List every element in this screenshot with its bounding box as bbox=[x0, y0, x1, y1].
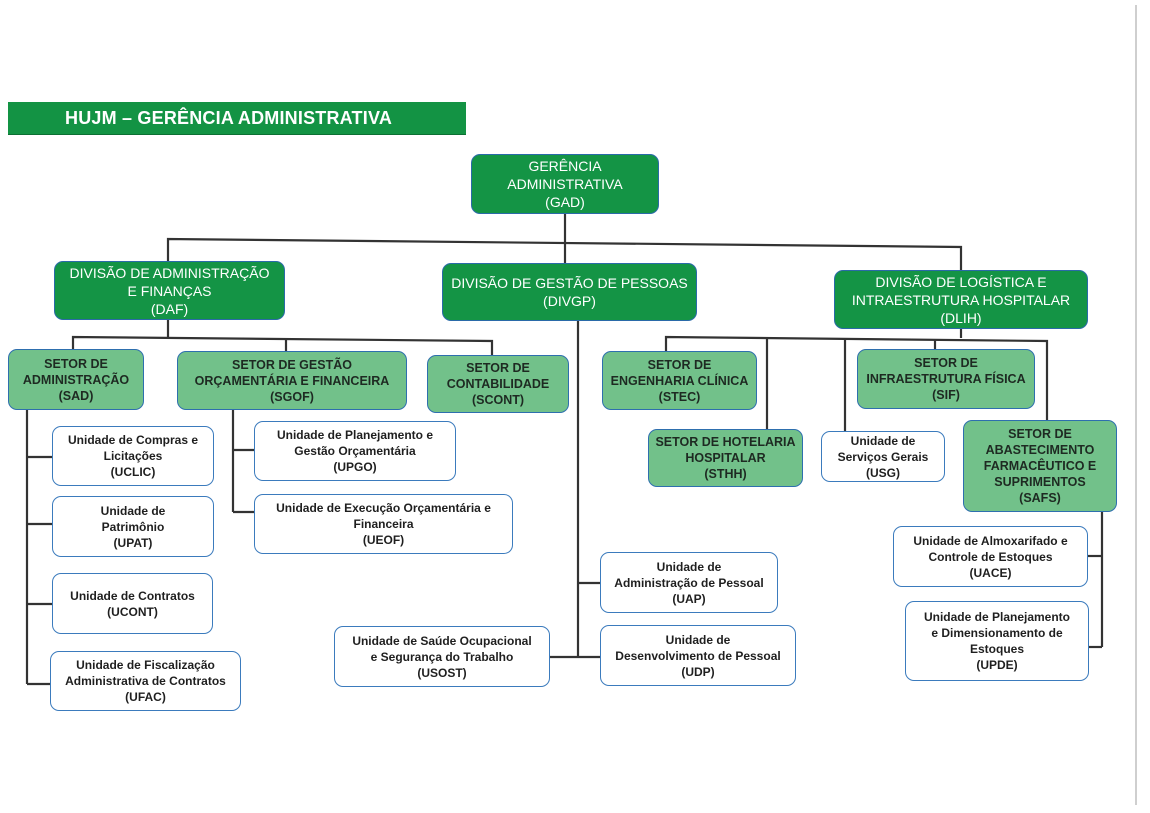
node-ufac-line-2: Administrativa de Contratos bbox=[65, 674, 226, 688]
node-usost[interactable]: Unidade de Saúde Ocupacional e Segurança… bbox=[334, 626, 550, 687]
connector-line bbox=[71, 335, 494, 357]
node-uap[interactable]: Unidade de Administração de Pessoal (UAP… bbox=[600, 552, 778, 613]
node-usost-line-3: (USOST) bbox=[417, 665, 467, 680]
node-daf[interactable]: DIVISÃO DE ADMINISTRAÇÃO E FINANÇAS (DAF… bbox=[54, 261, 285, 320]
node-ucont-line-2: (UCONT) bbox=[107, 604, 158, 619]
node-sif[interactable]: SETOR DE INFRAESTRUTURA FÍSICA (SIF) bbox=[857, 349, 1035, 409]
node-scont-line-2: CONTABILIDADE bbox=[446, 377, 550, 391]
node-ucont[interactable]: Unidade de Contratos (UCONT) bbox=[52, 573, 213, 634]
node-usg-line-2: Serviços Gerais bbox=[837, 449, 929, 464]
node-safs-line-1: SETOR DE bbox=[1008, 427, 1072, 441]
node-stec[interactable]: SETOR DE ENGENHARIA CLÍNICA (STEC) bbox=[602, 351, 757, 410]
node-sif-line-2: INFRAESTRUTURA FÍSICA bbox=[866, 372, 1026, 386]
node-safs-line-3: FARMACÊUTICO E bbox=[983, 459, 1097, 473]
node-scont-line-1: SETOR DE bbox=[466, 361, 530, 375]
node-divgp-line-2: (DIVGP) bbox=[543, 293, 596, 309]
node-scont-line-3: (SCONT) bbox=[471, 393, 525, 407]
node-upde[interactable]: Unidade de Planejamento e Dimensionament… bbox=[905, 601, 1089, 681]
node-stec-line-2: ENGENHARIA CLÍNICA bbox=[610, 373, 749, 388]
node-gad-line-2: ADMINISTRATIVA bbox=[507, 176, 623, 192]
node-daf-line-1: DIVISÃO DE ADMINISTRAÇÃO bbox=[69, 264, 270, 281]
node-upgo-line-1: Unidade de Planejamento e bbox=[276, 428, 434, 442]
node-usost-line-2: e Segurança do Trabalho bbox=[370, 649, 514, 664]
node-sad-line-3: (SAD) bbox=[58, 388, 94, 403]
node-dlih[interactable]: DIVISÃO DE LOGÍSTICA E INTRAESTRUTURA HO… bbox=[834, 270, 1088, 329]
node-daf-line-2: E FINANÇAS bbox=[127, 282, 212, 299]
node-uclic-line-2: Licitações bbox=[103, 449, 163, 463]
node-uap-line-3: (UAP) bbox=[672, 591, 706, 606]
node-sthh-line-3: (STHH) bbox=[704, 467, 747, 481]
node-upat[interactable]: Unidade de Patrimônio (UPAT) bbox=[52, 496, 214, 557]
node-uclic[interactable]: Unidade de Compras e Licitações (UCLIC) bbox=[52, 426, 214, 486]
node-stec-line-1: SETOR DE bbox=[647, 357, 712, 372]
node-scont[interactable]: SETOR DE CONTABILIDADE (SCONT) bbox=[427, 355, 569, 413]
node-sthh-line-1: SETOR DE HOTELARIA bbox=[655, 435, 796, 449]
node-usg-line-3: (USG) bbox=[866, 465, 900, 480]
node-uace-line-3: (UACE) bbox=[969, 565, 1012, 580]
node-udp-line-2: Desenvolvimento de Pessoal bbox=[615, 648, 781, 663]
node-sad[interactable]: SETOR DE ADMINISTRAÇÃO (SAD) bbox=[8, 349, 144, 410]
node-usost-line-1: Unidade de Saúde Ocupacional bbox=[352, 633, 532, 648]
node-udp[interactable]: Unidade de Desenvolvimento de Pessoal (U… bbox=[600, 625, 796, 686]
node-uclic-line-1: Unidade de Compras e bbox=[67, 433, 199, 447]
node-safs-line-5: (SAFS) bbox=[1019, 491, 1061, 505]
node-sgof-line-2: ORÇAMENTÁRIA E FINANCEIRA bbox=[194, 373, 390, 388]
node-sad-line-1: SETOR DE bbox=[44, 356, 108, 371]
node-uclic-line-3: (UCLIC) bbox=[110, 465, 156, 479]
node-uap-line-2: Administração de Pessoal bbox=[614, 575, 764, 590]
node-safs-line-4: SUPRIMENTOS bbox=[994, 475, 1086, 489]
node-safs-line-2: ABASTECIMENTO bbox=[985, 443, 1095, 457]
node-gad[interactable]: GERÊNCIA ADMINISTRATIVA (GAD) bbox=[471, 154, 659, 214]
node-ucont-line-1: Unidade de Contratos bbox=[70, 588, 195, 603]
node-upat-line-1: Unidade de bbox=[100, 503, 166, 518]
node-daf-line-3: (DAF) bbox=[150, 300, 189, 317]
page-title-banner: HUJM – GERÊNCIA ADMINISTRATIVA bbox=[8, 102, 466, 135]
node-gad-line-1: GERÊNCIA bbox=[528, 158, 602, 174]
node-ufac-line-1: Unidade de Fiscalização bbox=[76, 658, 215, 672]
node-upat-line-3: (UPAT) bbox=[113, 535, 153, 550]
node-uace-line-1: Unidade de Almoxarifado e bbox=[913, 533, 1068, 548]
node-stec-line-3: (STEC) bbox=[658, 389, 701, 404]
node-ueof-line-2: Financeira bbox=[353, 517, 414, 531]
node-usg[interactable]: Unidade de Serviços Gerais (USG) bbox=[821, 431, 945, 482]
node-safs[interactable]: SETOR DE ABASTECIMENTO FARMACÊUTICO E SU… bbox=[963, 420, 1117, 512]
node-ufac[interactable]: Unidade de Fiscalização Administrativa d… bbox=[50, 651, 241, 711]
node-ufac-line-3: (UFAC) bbox=[125, 690, 166, 704]
node-sthh[interactable]: SETOR DE HOTELARIA HOSPITALAR (STHH) bbox=[648, 429, 803, 487]
node-ueof[interactable]: Unidade de Execução Orçamentária e Finan… bbox=[254, 494, 513, 554]
node-udp-line-3: (UDP) bbox=[681, 664, 715, 679]
node-sgof-line-3: (SGOF) bbox=[270, 389, 314, 404]
node-upat-line-2: Patrimônio bbox=[101, 519, 165, 534]
page-edge-divider bbox=[1135, 5, 1137, 805]
node-dlih-line-2: INTRAESTRUTURA HOSPITALAR bbox=[851, 291, 1071, 308]
node-ueof-line-3: (UEOF) bbox=[362, 533, 405, 547]
node-udp-line-1: Unidade de bbox=[665, 632, 731, 647]
node-divgp[interactable]: DIVISÃO DE GESTÃO DE PESSOAS (DIVGP) bbox=[442, 263, 697, 321]
node-sgof[interactable]: SETOR DE GESTÃO ORÇAMENTÁRIA E FINANCEIR… bbox=[177, 351, 407, 410]
node-dlih-line-1: DIVISÃO DE LOGÍSTICA E bbox=[875, 273, 1047, 290]
node-dlih-line-3: (DLIH) bbox=[940, 309, 982, 326]
connector-line bbox=[664, 335, 1049, 422]
node-upgo-line-2: Gestão Orçamentária bbox=[294, 444, 416, 458]
node-uace-line-2: Controle de Estoques bbox=[928, 549, 1053, 564]
node-sgof-line-1: SETOR DE GESTÃO bbox=[232, 357, 352, 372]
node-usg-line-1: Unidade de bbox=[850, 433, 916, 448]
node-upde-line-2: e Dimensionamento de bbox=[931, 626, 1063, 640]
node-upde-line-3: Estoques bbox=[969, 642, 1024, 656]
node-ueof-line-1: Unidade de Execução Orçamentária e bbox=[276, 501, 491, 515]
node-upgo[interactable]: Unidade de Planejamento e Gestão Orçamen… bbox=[254, 421, 456, 481]
node-sif-line-1: SETOR DE bbox=[914, 356, 978, 370]
node-sad-line-2: ADMINISTRAÇÃO bbox=[22, 372, 130, 387]
node-upde-line-4: (UPDE) bbox=[976, 658, 1018, 672]
node-gad-line-3: (GAD) bbox=[545, 194, 585, 210]
node-upde-line-1: Unidade de Planejamento bbox=[923, 610, 1071, 624]
node-uap-line-1: Unidade de bbox=[656, 559, 722, 574]
node-sthh-line-2: HOSPITALAR bbox=[685, 451, 766, 465]
node-divgp-line-1: DIVISÃO DE GESTÃO DE PESSOAS bbox=[451, 275, 688, 291]
node-upgo-line-3: (UPGO) bbox=[333, 460, 377, 474]
node-sif-line-3: (SIF) bbox=[932, 388, 960, 402]
node-uace[interactable]: Unidade de Almoxarifado e Controle de Es… bbox=[893, 526, 1088, 587]
